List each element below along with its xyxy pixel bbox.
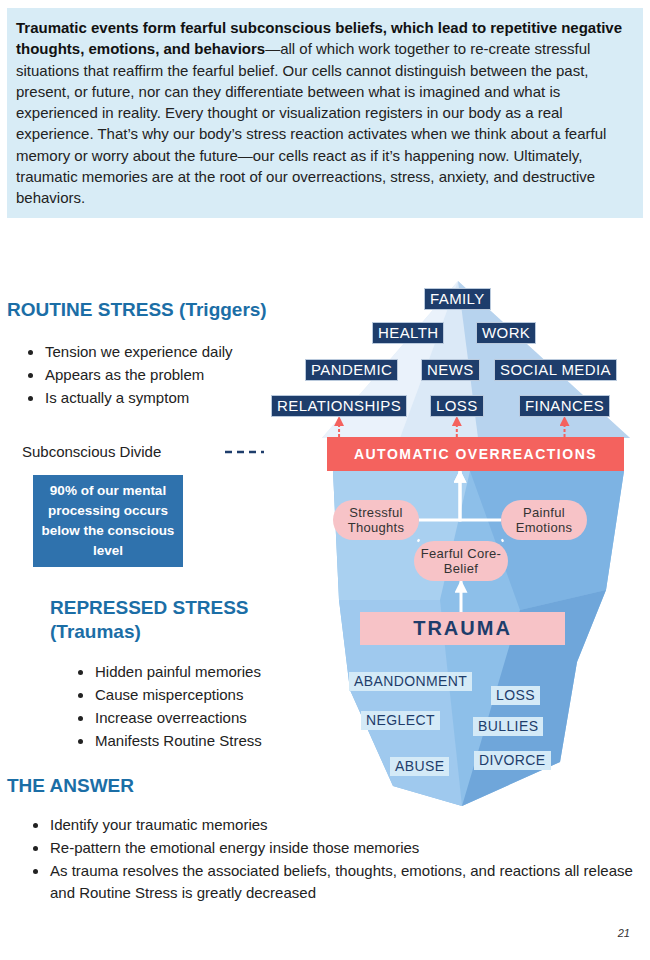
box-text: BULLIES xyxy=(478,718,538,734)
trigger-tag: WORK xyxy=(476,322,536,344)
trigger-tag: NEWS xyxy=(421,359,480,381)
bullet-dot xyxy=(28,350,33,355)
bullet-text: Tension we experience daily xyxy=(45,341,295,363)
trigger-tag: LOSS xyxy=(430,395,484,417)
connector xyxy=(460,471,501,520)
trauma-tag: LOSS xyxy=(491,686,540,705)
section-heading: REPRESSED STRESS (Traumas) xyxy=(50,596,300,644)
box-text: DIVORCE xyxy=(479,752,546,768)
box-text: Stressful Thoughts xyxy=(339,505,413,535)
trauma-tag: DIVORCE xyxy=(474,751,551,770)
bullet-dot xyxy=(78,716,83,721)
box-text: AUTOMATIC OVERREACTIONS xyxy=(354,446,597,462)
bullet-dot xyxy=(28,373,33,378)
box-text: Painful Emotions xyxy=(507,505,581,535)
bullet-text: Re-pattern the emotional energy inside t… xyxy=(50,837,640,859)
box-text: HEALTH xyxy=(378,324,438,341)
trigger-tag: HEALTH xyxy=(372,322,444,344)
box-text: RELATIONSHIPS xyxy=(277,397,401,414)
bullet-text: Appears as the problem xyxy=(45,364,295,386)
bullet-text: Is actually a symptom xyxy=(45,387,295,409)
bullet-dot xyxy=(33,846,38,851)
box-text: FINANCES xyxy=(525,397,604,414)
thought-pill: Stressful Thoughts xyxy=(333,500,419,540)
trauma-tag: ABUSE xyxy=(390,757,449,776)
bullet-dot xyxy=(78,739,83,744)
bullet-dot xyxy=(33,823,38,828)
box-text: SOCIAL MEDIA xyxy=(500,361,611,378)
info-box: 90% of our mental processing occurs belo… xyxy=(33,475,183,567)
text-panel: Traumatic events form fearful subconscio… xyxy=(7,8,643,218)
bullet-text: As trauma resolves the associated belief… xyxy=(50,860,640,904)
trigger-tag: FINANCES xyxy=(519,395,610,417)
trauma-tag: ABANDONMENT xyxy=(349,672,472,691)
trauma-box: TRAUMA xyxy=(360,612,565,645)
bullet-dot xyxy=(78,670,83,675)
connector xyxy=(419,471,460,520)
connector xyxy=(564,417,566,437)
bullet-text: Increase overreactions xyxy=(95,707,330,729)
section-heading: ROUTINE STRESS (Triggers) xyxy=(7,298,317,322)
box-text: WORK xyxy=(482,324,530,341)
trauma-tag: BULLIES xyxy=(473,717,543,736)
bullet-dot xyxy=(33,869,38,874)
connector xyxy=(460,581,463,612)
connector xyxy=(501,540,503,541)
box-text: PANDEMIC xyxy=(311,361,392,378)
box-text: 90% of our mental processing occurs belo… xyxy=(41,481,175,561)
iceberg-facet xyxy=(470,471,624,610)
bullet-text: Cause misperceptions xyxy=(95,684,330,706)
box-text: NEGLECT xyxy=(366,712,435,728)
box-text: NEWS xyxy=(427,361,474,378)
trigger-tag: SOCIAL MEDIA xyxy=(494,359,617,381)
box-text: Fearful Core-Belief xyxy=(420,546,502,576)
bullet-dot xyxy=(28,396,33,401)
connector xyxy=(338,417,340,437)
bullet-text: Hidden painful memories xyxy=(95,661,330,683)
box-text: LOSS xyxy=(436,397,478,414)
box-text: LOSS xyxy=(496,687,535,703)
divide-dash xyxy=(225,451,264,454)
box-text: —all of which work together to re-create… xyxy=(16,40,606,206)
overreaction-band: AUTOMATIC OVERREACTIONS xyxy=(327,437,624,471)
box-text: ABUSE xyxy=(395,758,444,774)
box-text: FAMILY xyxy=(430,290,485,307)
belief-pill: Fearful Core-Belief xyxy=(414,541,508,581)
page-number: 21 xyxy=(560,922,630,944)
trauma-tag: NEGLECT xyxy=(361,711,440,730)
trigger-tag: PANDEMIC xyxy=(305,359,398,381)
trigger-tag: FAMILY xyxy=(424,288,491,310)
box-text: ABANDONMENT xyxy=(354,673,467,689)
section-heading: THE ANSWER xyxy=(7,774,307,798)
bullet-text: Identify your traumatic memories xyxy=(50,814,640,836)
iceberg-underwater xyxy=(333,471,624,806)
box-text: TRAUMA xyxy=(413,617,512,640)
bullet-text: Manifests Routine Stress xyxy=(95,730,330,752)
bullet-dot xyxy=(78,693,83,698)
connector xyxy=(456,417,458,437)
connector xyxy=(417,540,419,541)
trigger-tag: RELATIONSHIPS xyxy=(271,395,407,417)
divide-label: Subconscious Divide xyxy=(22,441,222,463)
emotion-pill: Painful Emotions xyxy=(501,500,587,540)
